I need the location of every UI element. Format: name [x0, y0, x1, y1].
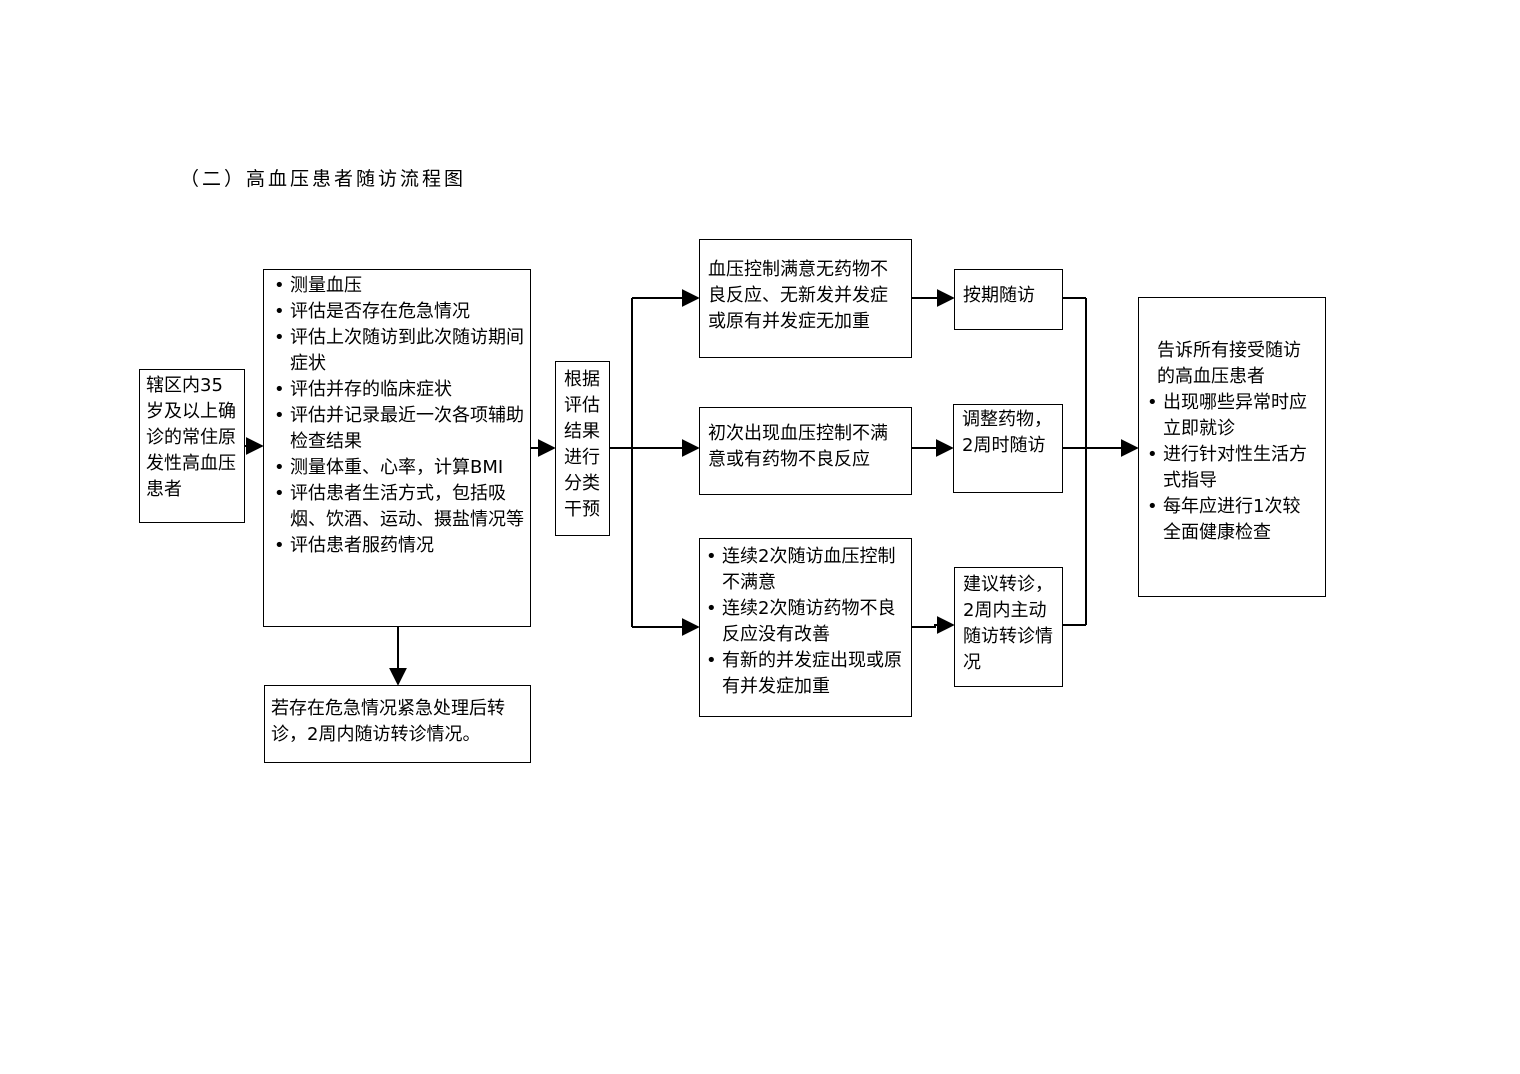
- final-box: 告诉所有接受随访的高血压患者 出现哪些异常时应立即就诊 进行针对性生活方式指导 …: [1138, 297, 1326, 597]
- list-item: 评估是否存在危急情况: [272, 299, 524, 325]
- case3-box: 连续2次随访血压控制不满意 连续2次随访药物不良反应没有改善 有新的并发症出现或…: [699, 538, 912, 717]
- arrow-case3-to-action3: [912, 616, 955, 634]
- list-item: 进行针对性生活方式指导: [1145, 442, 1317, 494]
- action2-box: 调整药物，2周时随访: [953, 404, 1063, 493]
- list-item: 评估上次随访到此次随访期间症状: [272, 325, 524, 377]
- list-item: 评估患者服药情况: [272, 533, 524, 559]
- case1-box: 血压控制满意无药物不良反应、无新发并发症或原有并发症无加重: [699, 239, 912, 358]
- classify-box: 根据评估结果进行分类干预: [555, 361, 610, 536]
- list-item: 评估并存的临床症状: [272, 377, 524, 403]
- case2-box: 初次出现血压控制不满意或有药物不良反应: [699, 407, 912, 495]
- list-item: 出现哪些异常时应立即就诊: [1145, 390, 1317, 442]
- final-intro: 告诉所有接受随访的高血压患者: [1157, 340, 1301, 387]
- list-item: 评估并记录最近一次各项辅助检查结果: [272, 403, 524, 455]
- action1-box: 按期随访: [954, 269, 1063, 330]
- list-item: 测量血压: [272, 273, 524, 299]
- start-box: 辖区内35岁及以上确诊的常住原发性高血压患者: [139, 369, 245, 523]
- list-item: 评估患者生活方式，包括吸烟、饮酒、运动、摄盐情况等: [272, 481, 524, 533]
- assessment-list: 测量血压 评估是否存在危急情况 评估上次随访到此次随访期间症状 评估并存的临床症…: [272, 273, 524, 559]
- list-item: 连续2次随访药物不良反应没有改善: [704, 596, 907, 648]
- final-list: 出现哪些异常时应立即就诊 进行针对性生活方式指导 每年应进行1次较全面健康检查: [1145, 390, 1317, 546]
- page-title: （二）高血压患者随访流程图: [180, 168, 467, 190]
- assessment-box: 测量血压 评估是否存在危急情况 评估上次随访到此次随访期间症状 评估并存的临床症…: [263, 269, 531, 627]
- list-item: 连续2次随访血压控制不满意: [704, 544, 907, 596]
- case3-list: 连续2次随访血压控制不满意 连续2次随访药物不良反应没有改善 有新的并发症出现或…: [704, 544, 907, 700]
- action3-box: 建议转诊，2周内主动随访转诊情况: [954, 567, 1063, 687]
- list-item: 每年应进行1次较全面健康检查: [1145, 494, 1317, 546]
- emergency-box: 若存在危急情况紧急处理后转诊，2周内随访转诊情况。: [264, 685, 531, 763]
- list-item: 测量体重、心率，计算BMI: [272, 455, 524, 481]
- list-item: 有新的并发症出现或原有并发症加重: [704, 648, 907, 700]
